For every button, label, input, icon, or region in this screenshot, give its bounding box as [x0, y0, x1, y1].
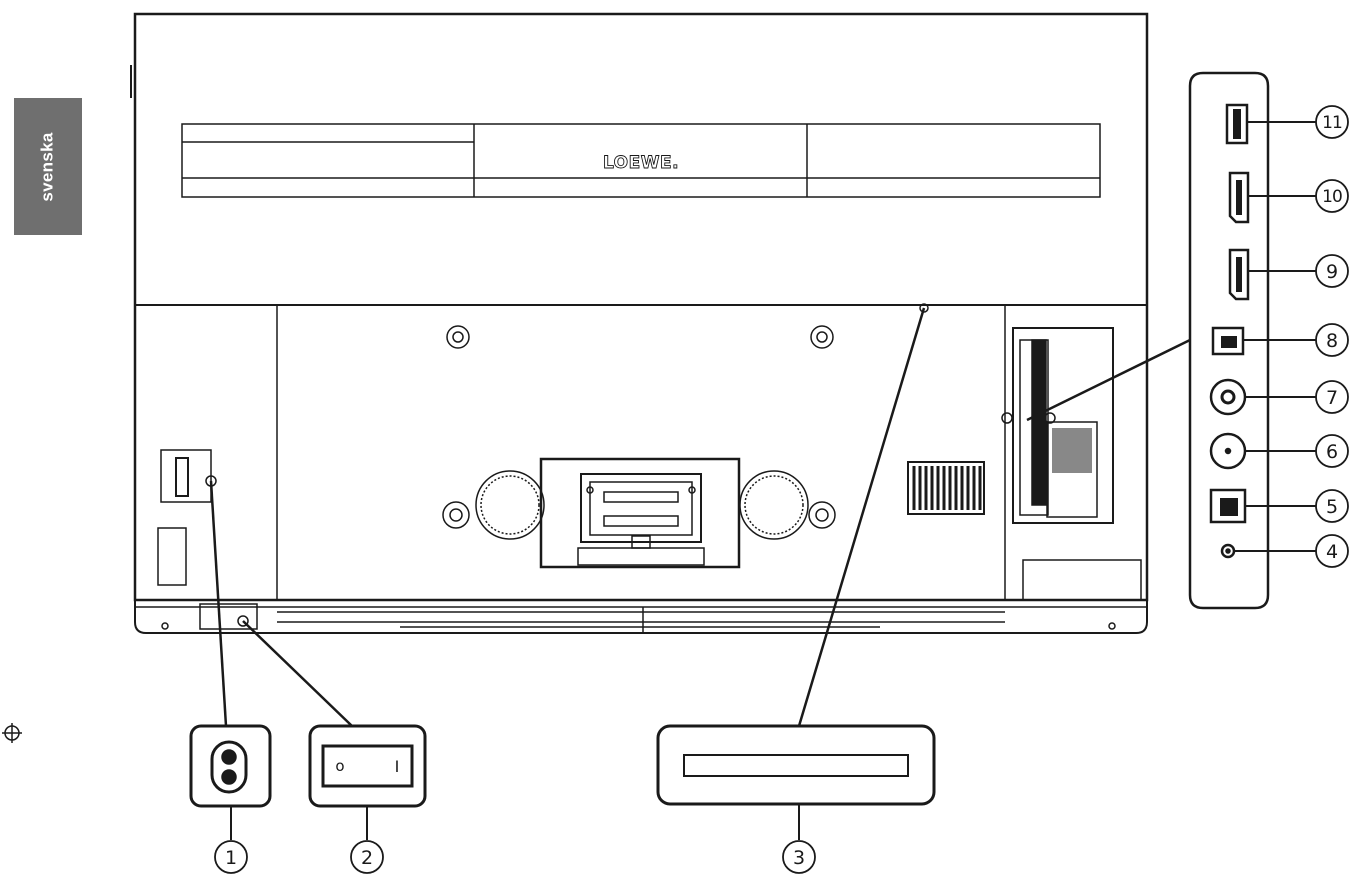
leader-dot-2 [237, 615, 249, 627]
antenna-socket-icon [1209, 378, 1247, 416]
vent-grille [907, 461, 985, 515]
speaker-grills [475, 470, 809, 540]
usb-port-icon [1225, 103, 1249, 145]
callout-3: 3 [793, 847, 805, 869]
callout-2: 2 [361, 847, 373, 869]
callout-11: 11 [1322, 113, 1342, 133]
callout-4: 4 [1326, 541, 1338, 563]
power-inlet-icon [210, 740, 248, 794]
callout-9: 9 [1326, 261, 1338, 283]
callout-1: 1 [225, 847, 237, 869]
callout-circles [214, 105, 1349, 874]
tv-back-panel [130, 12, 1149, 634]
side-ports-inset [1188, 71, 1298, 610]
hdmi-port-icon [1228, 248, 1250, 301]
logo-strip [181, 123, 1101, 198]
switch-on-label: I [395, 757, 400, 776]
callout-8: 8 [1326, 330, 1338, 352]
callout-7: 7 [1326, 387, 1338, 409]
power-switch-detail [308, 724, 427, 808]
leader-lines [209, 307, 1191, 727]
ac-inlet-detail [189, 724, 272, 808]
leader-dot-1 [205, 475, 217, 487]
callout-10: 10 [1322, 187, 1342, 207]
tv-connection-panel [1001, 327, 1114, 524]
stand-mount [539, 457, 741, 569]
rocker-switch-icon [321, 744, 414, 788]
type-plate-detail [656, 724, 936, 806]
mount-screws [442, 325, 836, 529]
leader-dot-3 [919, 303, 929, 313]
detail-leader-lines [230, 804, 800, 840]
registration-mark-icon [2, 723, 22, 743]
language-tab: svenska [14, 98, 82, 235]
callout-6: 6 [1326, 441, 1338, 463]
callout-5: 5 [1326, 496, 1338, 518]
switch-off-label: o [335, 757, 344, 775]
hdmi-port-icon [1228, 171, 1250, 224]
brand-logo: LOEWE. [603, 153, 679, 173]
